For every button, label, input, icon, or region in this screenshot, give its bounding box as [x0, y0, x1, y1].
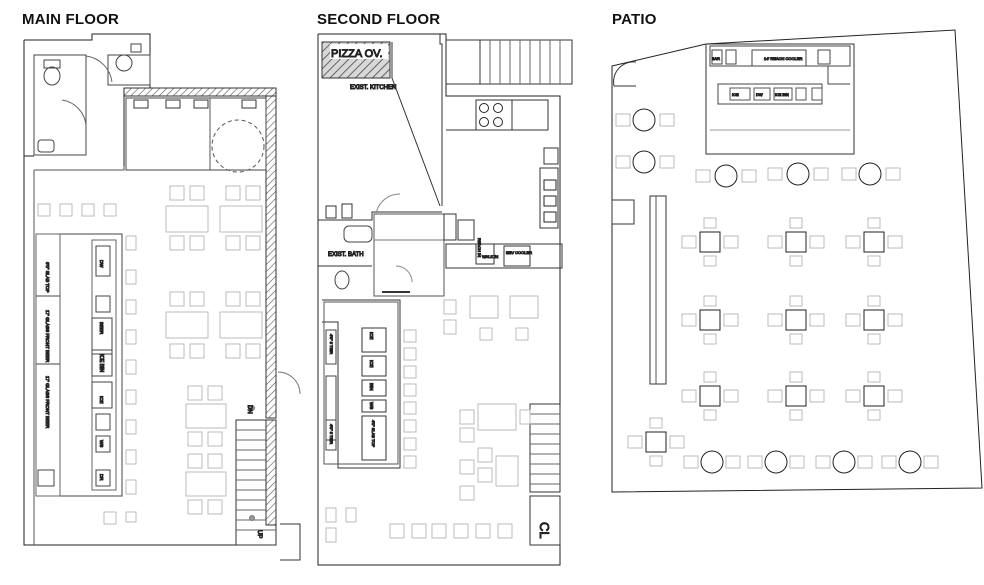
second-floor-furniture — [325, 295, 539, 543]
hatched-wall — [123, 87, 277, 97]
walk-in-label: WALK IN — [482, 254, 498, 259]
second-floor-outer-wall-left — [317, 34, 561, 566]
sink-icon — [343, 225, 373, 243]
patio-bar-label: BAR — [712, 57, 720, 61]
patio-ice-label: ICE — [732, 92, 739, 97]
bar-beer-label-1: 17' GLASS FRONT BEER — [45, 310, 50, 363]
pizza-oven-label: PIZZA OV. — [331, 48, 383, 60]
second-bar-bin: BIN — [369, 383, 374, 391]
toilet-icon — [130, 43, 142, 53]
bar-slab-label: 6'0" SLAB TOP — [45, 262, 50, 293]
bar-ice-label: ICE BIN — [98, 354, 104, 372]
closet-label: CL — [537, 522, 552, 539]
patio-square-table — [645, 231, 885, 453]
toilet-icon — [115, 54, 133, 72]
second-floor-plan: PIZZA OV. EXIST. KITCHEN EXIST. BATH REA… — [317, 33, 573, 566]
stair-up-label: DN — [246, 405, 252, 414]
sink-icon — [37, 139, 55, 153]
stair-down-label: UP — [256, 530, 262, 538]
bev-cooler-label: BEV COOLER — [506, 250, 532, 255]
second-stair-bottom — [529, 403, 561, 493]
bar-dr-label: DR — [99, 474, 104, 481]
restroom-main — [33, 54, 87, 156]
main-floor-title: MAIN FLOOR — [22, 11, 119, 28]
toilet-icon — [43, 59, 61, 69]
hatched-wall-right — [265, 95, 277, 419]
second-bar-tier-2: 4'0" 3 TIER — [329, 424, 334, 444]
main-floor-outer-wall-left — [23, 40, 238, 546]
restroom-main-b — [107, 54, 151, 86]
second-bar-ice-b: ICE — [369, 360, 374, 368]
second-floor-bar — [323, 301, 399, 465]
patio-bar — [705, 43, 855, 155]
exist-bath-label: EXIST. BATH — [328, 252, 364, 258]
patio-round-table — [632, 108, 922, 474]
patio-title: PATIO — [612, 11, 657, 28]
toilet-icon — [334, 270, 350, 290]
main-floor-furniture — [37, 185, 263, 525]
bar-beer-label: BEER — [99, 322, 104, 335]
second-bar-tier-1: 4'0" 3 TIER — [329, 334, 334, 354]
second-bar-ws: WS — [369, 402, 374, 409]
patio-dw-label: DW — [756, 92, 763, 97]
reach-in-label: REACH IN — [477, 238, 482, 257]
patio-cooler-label: 14' REACH COOLER — [764, 56, 802, 61]
main-floor-plan: DN UP 6'0" SLAB TOP 17' GLASS FRONT BEER… — [23, 33, 301, 561]
second-bar-ice-a: ICE — [369, 332, 374, 340]
exist-kitchen-label: EXIST. KITCHEN — [350, 85, 396, 91]
bar-beer-label-2: 17' GLASS FRONT BEER — [45, 376, 50, 429]
patio-outline — [611, 29, 983, 493]
second-floor-outer-wall — [318, 33, 561, 492]
patio-plan: 14' REACH COOLER ICE DW ICE BIN BAR — [611, 29, 983, 493]
bar-ws-label: WS — [99, 440, 104, 447]
second-bar-slab-top: 4'0" SLAB TOP — [371, 420, 376, 447]
toilet-icon — [43, 66, 61, 86]
second-floor-title: SECOND FLOOR — [317, 11, 440, 28]
closet — [529, 495, 561, 546]
walkin-circle — [211, 119, 265, 173]
bar-ice2-label: ICE — [99, 396, 104, 404]
patio-chairs — [615, 113, 939, 469]
patio-icebin-label: ICE BIN — [775, 93, 789, 97]
second-stair-top — [479, 39, 573, 85]
bar-dw-label: DW — [99, 260, 104, 268]
